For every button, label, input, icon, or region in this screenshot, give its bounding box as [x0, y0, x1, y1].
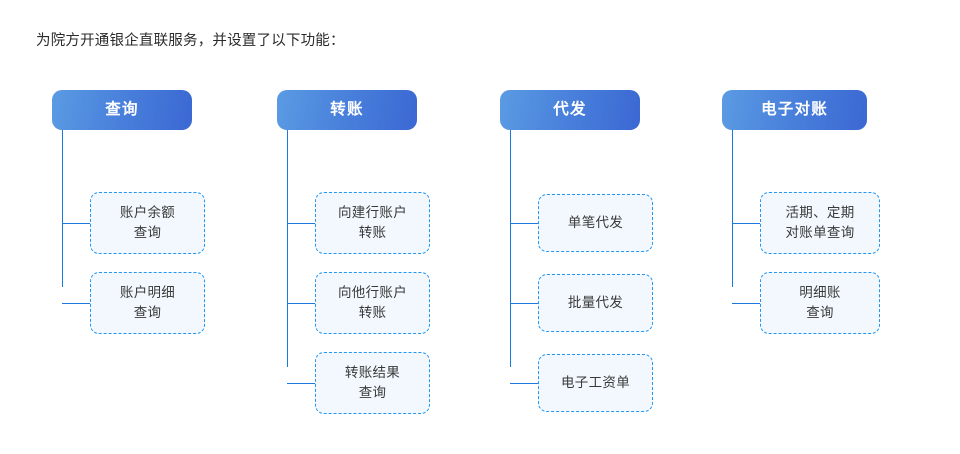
connector-stub	[510, 383, 538, 385]
connector-trunk-1	[62, 130, 64, 287]
diagram-column-cha-xun: 查询 账户余额 查询 账户明细 查询	[52, 90, 205, 334]
node-label: 单笔代发	[567, 215, 624, 231]
column-header-3[interactable]: 代发	[500, 90, 640, 130]
node-box[interactable]: 批量代发	[538, 274, 653, 332]
column-header-label: 代发	[553, 100, 587, 119]
node-box[interactable]: 向建行账户 转账	[315, 192, 430, 254]
node-box[interactable]: 活期、定期 对账单查询	[760, 192, 880, 254]
connector-stub	[510, 223, 538, 225]
column-header-label: 查询	[105, 100, 139, 119]
node-label: 转账结果 查询	[344, 365, 401, 401]
connector-stub	[287, 383, 315, 385]
connector-trunk-4	[732, 130, 734, 287]
node-box[interactable]: 账户余额 查询	[90, 192, 205, 254]
column-header-label: 转账	[330, 100, 364, 119]
node-label: 向他行账户 转账	[338, 285, 407, 321]
connector-stub	[510, 303, 538, 305]
column-header-1[interactable]: 查询	[52, 90, 192, 130]
node-label: 账户明细 查询	[119, 285, 176, 321]
connector-stub	[62, 223, 90, 225]
node-box[interactable]: 明细账 查询	[760, 272, 880, 334]
node-label: 明细账 查询	[799, 285, 841, 321]
node-box[interactable]: 向他行账户 转账	[315, 272, 430, 334]
connector-stub	[62, 303, 90, 305]
node-label: 批量代发	[567, 295, 624, 311]
connector-trunk-3	[510, 130, 512, 367]
connector-trunk-2	[287, 130, 289, 367]
connector-stub	[732, 223, 760, 225]
node-box[interactable]: 账户明细 查询	[90, 272, 205, 334]
column-header-label: 电子对账	[761, 100, 828, 119]
connector-stub	[732, 303, 760, 305]
diagram-column-dian-zi-dui-zhang: 电子对账 活期、定期 对账单查询 明细账 查询	[722, 90, 880, 334]
node-label: 活期、定期 对账单查询	[785, 205, 855, 241]
diagram-column-dai-fa: 代发 单笔代发 批量代发 电子工资单	[500, 90, 653, 412]
connector-stub	[287, 223, 315, 225]
column-header-4[interactable]: 电子对账	[722, 90, 867, 130]
column-header-2[interactable]: 转账	[277, 90, 417, 130]
node-label: 向建行账户 转账	[338, 205, 407, 241]
node-box[interactable]: 电子工资单	[538, 354, 653, 412]
diagram-caption: 为院方开通银企直联服务，并设置了以下功能：	[36, 33, 345, 49]
connector-stub	[287, 303, 315, 305]
node-label: 电子工资单	[561, 375, 630, 391]
node-box[interactable]: 转账结果 查询	[315, 352, 430, 414]
node-label: 账户余额 查询	[119, 205, 176, 241]
node-box[interactable]: 单笔代发	[538, 194, 653, 252]
diagram-column-zhuan-zhang: 转账 向建行账户 转账 向他行账户 转账 转账结果 查询	[277, 90, 430, 414]
